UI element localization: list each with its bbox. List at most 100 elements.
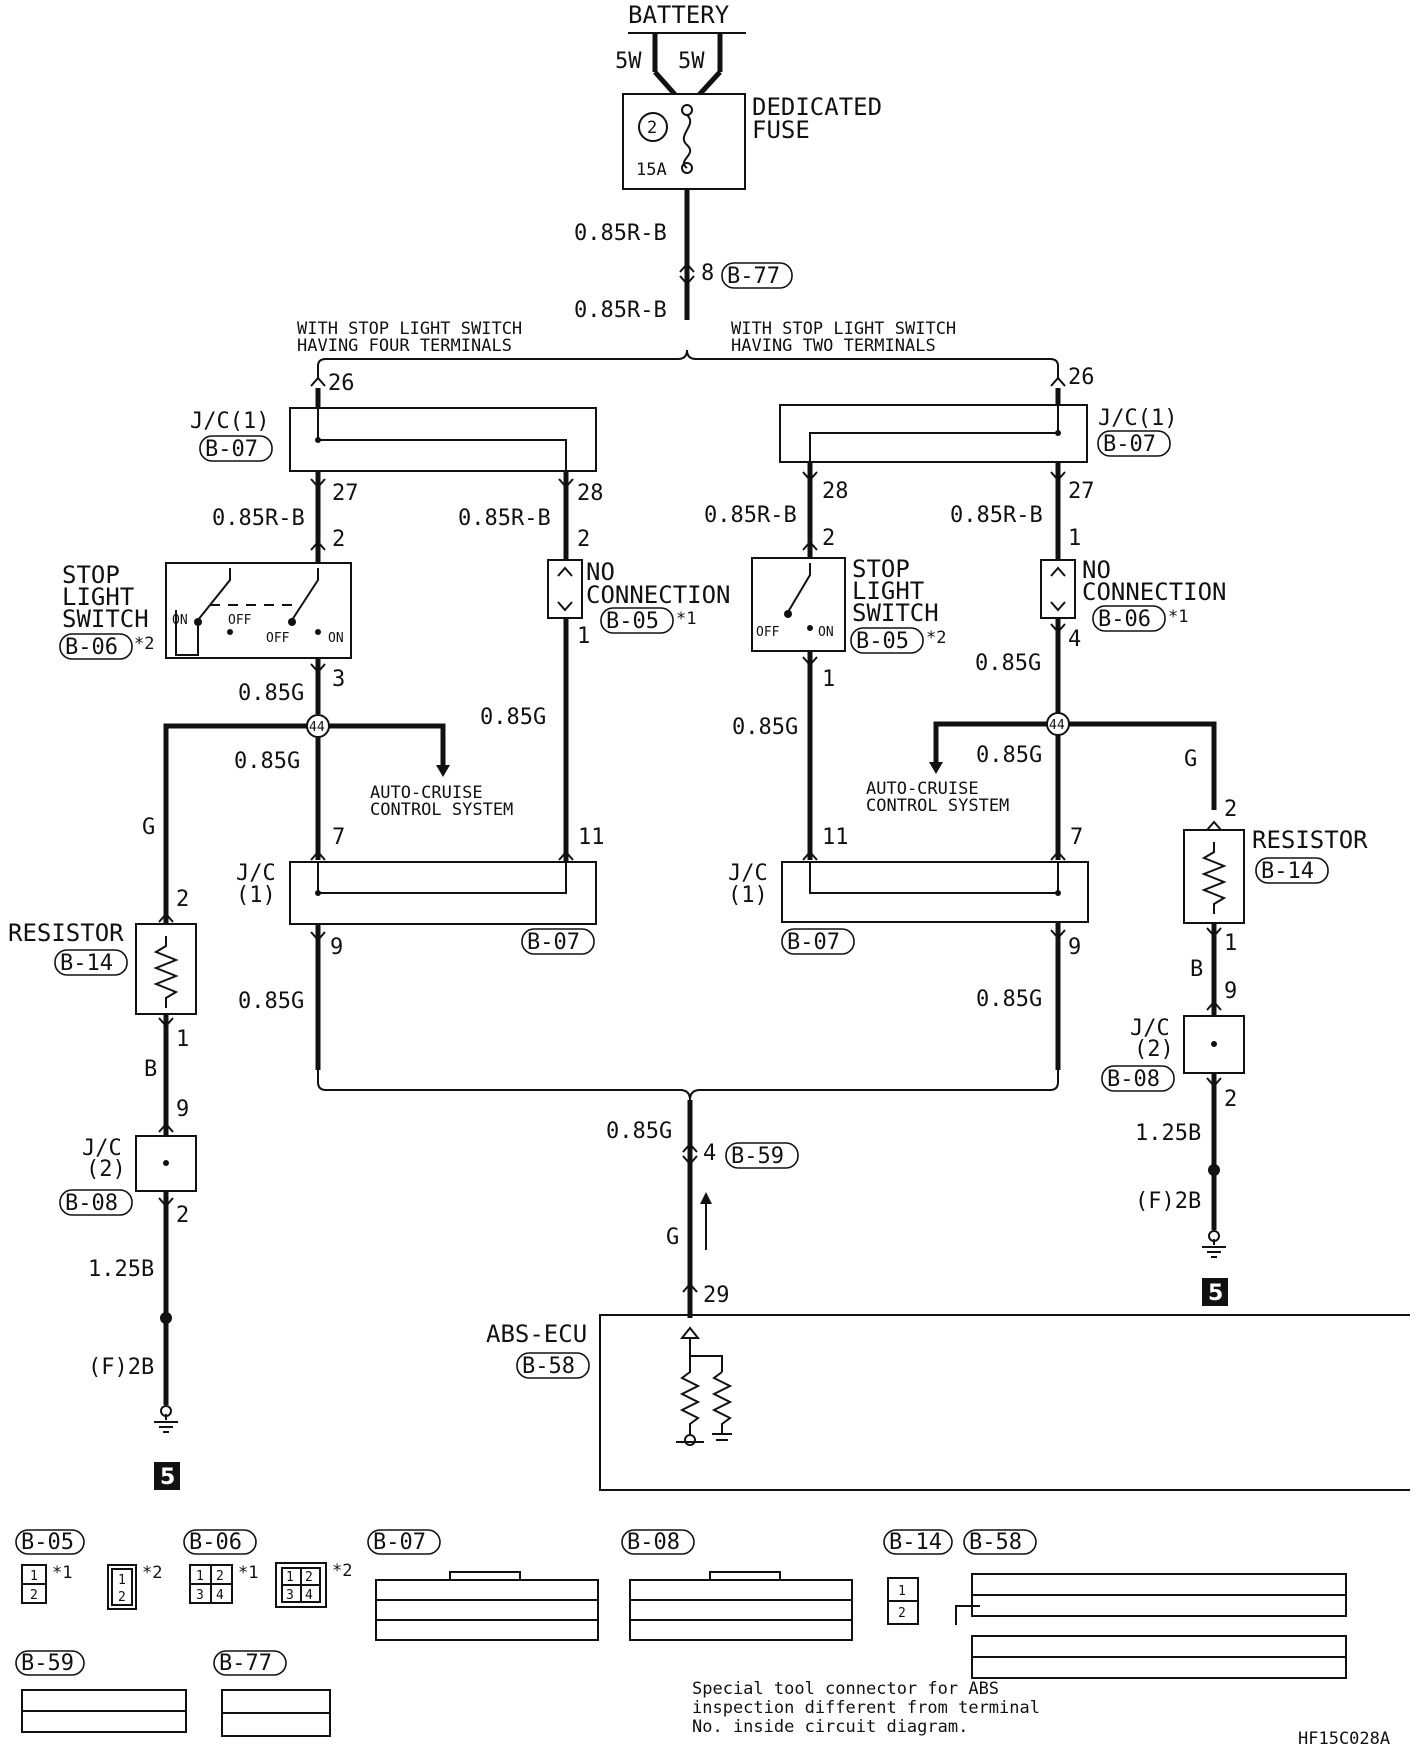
switch4-off-label-1: OFF: [228, 613, 252, 628]
jc1-upper-right-label: J/C(1): [1098, 406, 1177, 431]
wire-label-right-g: G: [1184, 747, 1197, 772]
svg-text:*2: *2: [142, 1563, 162, 1583]
svg-text:*2: *2: [332, 1561, 352, 1581]
svg-text:B-58: B-58: [969, 1530, 1022, 1555]
wire-label-left-3: 0.85G: [480, 705, 546, 730]
svg-text:5: 5: [1208, 1281, 1223, 1306]
wire-label-right-6: 0.85G: [976, 987, 1042, 1012]
fuse-wire-left-label: 5W: [615, 49, 642, 74]
stop-light-switch-two: [751, 557, 846, 652]
wire-label-ecu-1: 0.85G: [606, 1119, 672, 1144]
jc2-right-label-1: J/C: [1130, 1016, 1170, 1041]
terminal-2-resistor-right: 2: [1224, 797, 1237, 822]
terminal-3-switch4: 3: [332, 667, 345, 692]
switch4-name-line2: LIGHT: [62, 583, 134, 611]
svg-text:3: 3: [286, 1588, 294, 1603]
terminal-4-noconn-right: 4: [1068, 627, 1081, 652]
terminal-11-right: 11: [822, 825, 849, 850]
svg-text:B-77: B-77: [219, 1651, 272, 1676]
wire-label-right-3: 0.85G: [732, 715, 798, 740]
terminal-7-right: 7: [1070, 825, 1083, 850]
connector-b07-tag-3: B-07: [1103, 432, 1156, 457]
jc1-lower-right-label-1: J/C: [728, 861, 768, 886]
svg-text:*1: *1: [238, 1563, 258, 1583]
jc1-upper-left-label: J/C(1): [190, 409, 269, 434]
wire-label-left-5: 0.85G: [234, 749, 300, 774]
svg-text:2: 2: [898, 1606, 906, 1621]
battery-label: BATTERY: [628, 1, 730, 29]
wire-label-right-4: 0.85G: [975, 651, 1041, 676]
terminal-9-jc2-left: 9: [176, 1097, 189, 1122]
wire-label-right-125b: 1.25B: [1135, 1121, 1201, 1146]
connector-b14-tag-left: B-14: [60, 951, 113, 976]
variant-right-line1: WITH STOP LIGHT SWITCH: [731, 319, 956, 339]
terminal-28-left: 28: [577, 481, 604, 506]
connector-b07-tag-2: B-07: [527, 930, 580, 955]
terminal-9-left: 9: [330, 935, 343, 960]
terminal-4-b59: 4: [703, 1141, 716, 1166]
fuse-name-line1: DEDICATED: [752, 93, 882, 121]
wire-label-right-1: 0.85R-B: [704, 503, 797, 528]
svg-text:B-07: B-07: [373, 1530, 426, 1555]
variant-left-line1: WITH STOP LIGHT SWITCH: [297, 319, 522, 339]
wire-label-left-1: 0.85R-B: [212, 506, 305, 531]
connector-b58-tag-ecu: B-58: [522, 1354, 575, 1379]
resistor-left-label: RESISTOR: [8, 919, 124, 947]
svg-text:2: 2: [30, 1588, 38, 1603]
svg-text:B-59: B-59: [21, 1651, 74, 1676]
fuse-number-badge: [638, 112, 668, 142]
wire-label-left-2: 0.85R-B: [458, 506, 551, 531]
wire-label-right-b: B: [1190, 957, 1203, 982]
abs-ecu-box: [599, 1314, 1410, 1491]
noconn-left-star1: *1: [676, 609, 696, 629]
terminal-8: 8: [701, 261, 714, 286]
variant-left-line2: HAVING FOUR TERMINALS: [297, 336, 512, 356]
auto-cruise-right-line2: CONTROL SYSTEM: [866, 796, 1009, 816]
wire-label-trunk-2: 0.85R-B: [574, 298, 667, 323]
wire-label-left-125b: 1.25B: [88, 1257, 154, 1282]
switch4-star2: *2: [134, 634, 154, 654]
terminal-1-noconn-left: 1: [577, 624, 590, 649]
switch4-name-line1: STOP: [62, 561, 120, 589]
switch2-name-line1: STOP: [852, 555, 910, 583]
noconn-right-star1: *1: [1168, 607, 1188, 627]
terminal-1-noconn-right: 1: [1068, 526, 1081, 551]
figure-code: HF15C028A: [1298, 1729, 1390, 1749]
connector-b59-tag: B-59: [731, 1144, 784, 1169]
terminal-27-right: 27: [1068, 479, 1095, 504]
terminal-9-jc2-right: 9: [1224, 979, 1237, 1004]
svg-text:*1: *1: [52, 1563, 72, 1583]
svg-text:2: 2: [216, 1569, 224, 1584]
no-connection-right-line1: NO: [1082, 556, 1111, 584]
terminal-1-switch2: 1: [822, 667, 835, 692]
switch4-off-label-2: OFF: [266, 631, 290, 646]
jc2-left-label-1: J/C: [82, 1136, 122, 1161]
switch4-on-label: ON: [172, 613, 188, 628]
svg-text:B-05: B-05: [21, 1530, 74, 1555]
terminal-11-left: 11: [578, 825, 605, 850]
connector-b05-tag-noconn: B-05: [606, 609, 659, 634]
fuse-rating: 15A: [636, 160, 667, 180]
splice-44-left-label: 44: [309, 720, 325, 735]
svg-text:3: 3: [196, 1588, 204, 1603]
connector-b07-tag-1: B-07: [205, 437, 258, 462]
connector-b77-tag: B-77: [727, 264, 780, 289]
wire-label-right-5: 0.85G: [976, 743, 1042, 768]
auto-cruise-left-line2: CONTROL SYSTEM: [370, 800, 513, 820]
svg-text:1: 1: [286, 1570, 294, 1585]
switch2-star2: *2: [926, 628, 946, 648]
fuse-name-line2: FUSE: [752, 116, 810, 144]
svg-text:1: 1: [118, 1573, 126, 1588]
abs-ecu-label: ABS-ECU: [486, 1320, 587, 1348]
no-connection-left-line2: CONNECTION: [586, 581, 731, 609]
no-connection-left: [547, 559, 583, 619]
svg-text:2: 2: [305, 1570, 313, 1585]
jc2-right-label-2: (2): [1134, 1037, 1174, 1062]
terminal-7-left: 7: [332, 825, 345, 850]
jc1-lower-left-label-2: (1): [236, 883, 276, 908]
terminal-27-left: 27: [332, 481, 359, 506]
svg-text:5: 5: [160, 1465, 175, 1490]
wire-label-left-6: 0.85G: [238, 989, 304, 1014]
svg-text:1: 1: [196, 1569, 204, 1584]
